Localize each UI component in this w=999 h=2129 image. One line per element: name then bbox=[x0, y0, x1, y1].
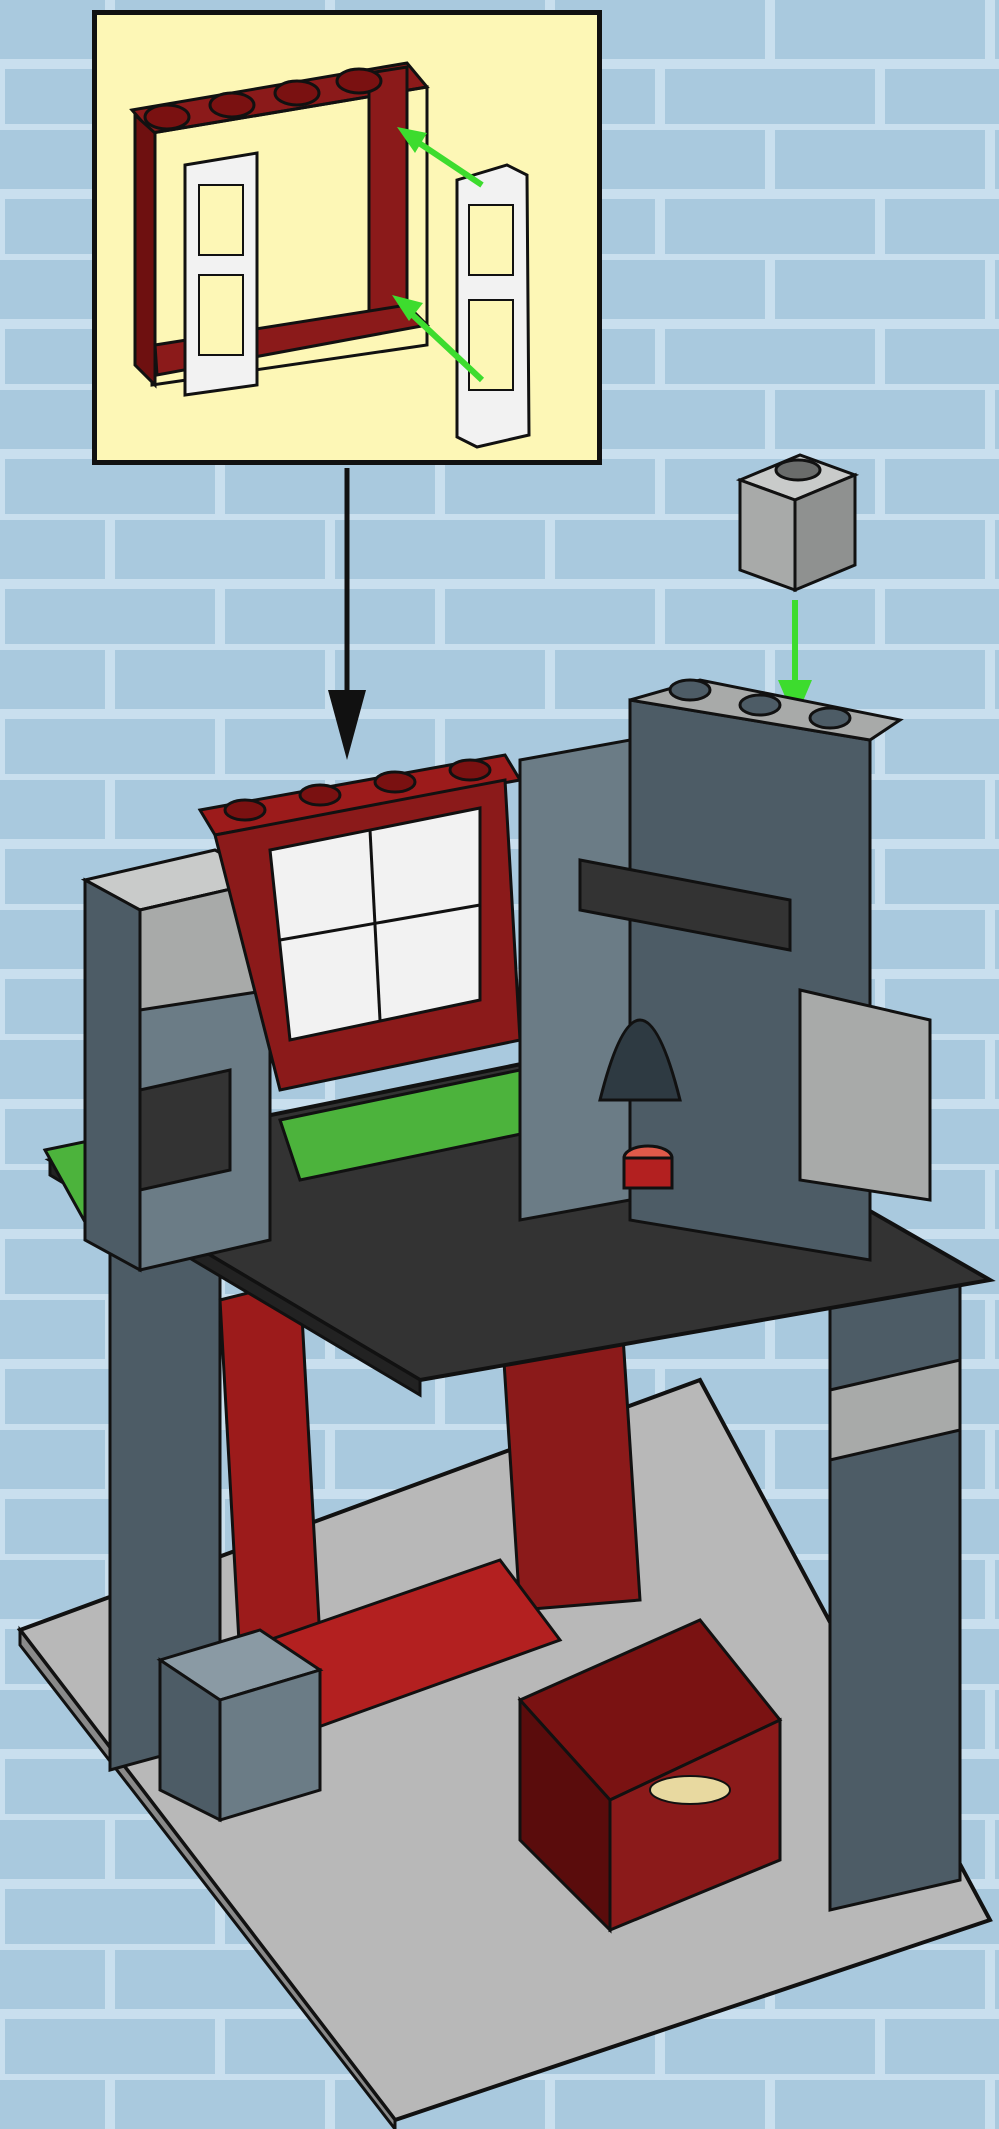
pillar-right bbox=[830, 1270, 960, 1910]
brick-1x1-light-gray bbox=[740, 455, 855, 590]
placement-arrow bbox=[328, 468, 366, 760]
tower-right bbox=[520, 680, 930, 1260]
block-front-left bbox=[160, 1630, 320, 1820]
red-round-tile bbox=[624, 1146, 672, 1188]
